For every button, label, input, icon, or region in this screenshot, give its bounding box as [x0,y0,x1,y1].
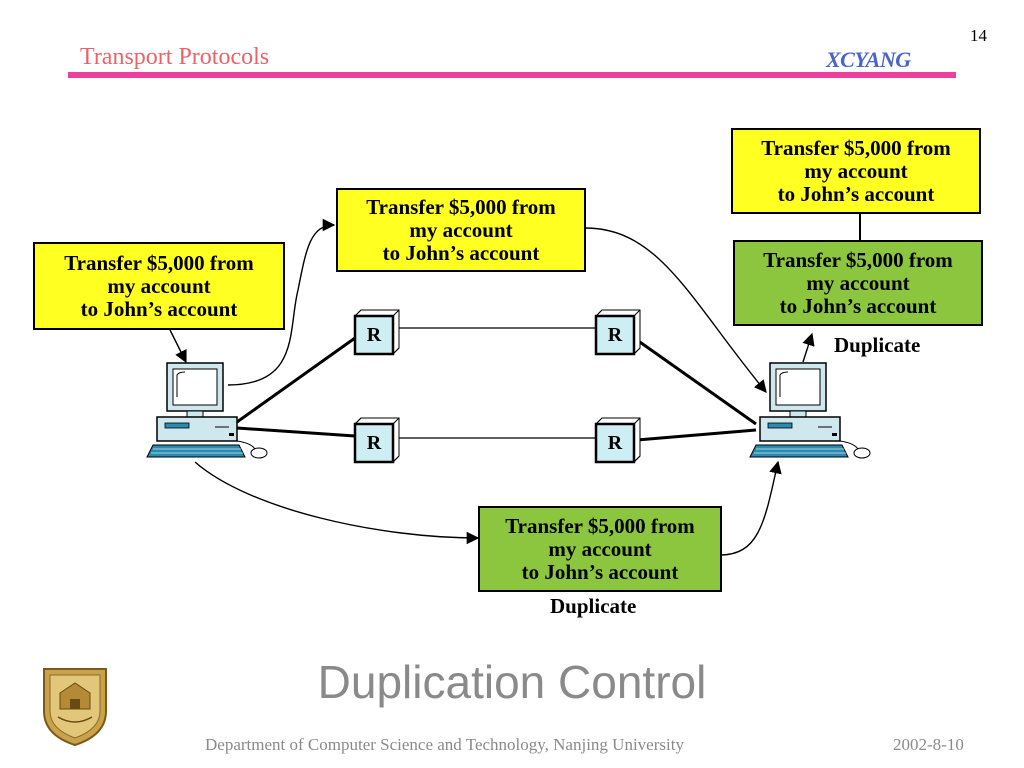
message-received-duplicate: Transfer $5,000 from my account to John’… [733,240,983,326]
router-top-left-icon: R [353,308,401,356]
message-line-2: my account [804,158,908,183]
router-top-right-icon: R [594,308,642,356]
message-line-1: Transfer $5,000 from [761,135,951,160]
sender-computer-icon [146,362,268,459]
duplicate-label-transit: Duplicate [550,594,637,618]
message-line-1: Transfer $5,000 from [763,247,953,272]
header-title: Transport Protocols [80,44,270,70]
footer-department: Department of Computer Science and Techn… [205,735,684,754]
message-line-3: to John’s account [80,296,238,321]
message-line-3: to John’s account [382,240,540,265]
message-line-3: to John’s account [777,181,935,206]
message-line-1: Transfer $5,000 from [366,194,556,219]
slide-title: Duplication Control [317,656,707,708]
message-original-sender: Transfer $5,000 from my account to John’… [33,242,285,330]
router-label: R [608,432,623,454]
message-line-2: my account [107,273,211,298]
router-label: R [367,432,382,454]
router-label: R [367,324,382,346]
router-bottom-left-icon: R [353,416,401,464]
slide-number: 14 [970,26,987,45]
message-duplicate-in-transit: Transfer $5,000 from my account to John’… [478,506,722,592]
router-bottom-right-icon: R [594,416,642,464]
message-line-3: to John’s account [779,293,937,318]
message-line-3: to John’s account [521,559,679,584]
header-brand: XCYANG [826,47,911,72]
message-received-original: Transfer $5,000 from my account to John’… [731,128,981,214]
header-rule [68,72,956,78]
message-line-2: my account [806,270,910,295]
message-line-1: Transfer $5,000 from [505,513,695,538]
receiver-computer-icon [749,362,871,459]
footer-date: 2002-8-10 [893,735,964,754]
university-logo [43,668,107,747]
message-line-2: my account [409,217,513,242]
message-line-2: my account [548,536,652,561]
router-label: R [608,324,623,346]
duplicate-label-receiver: Duplicate [834,333,921,357]
message-line-1: Transfer $5,000 from [64,250,254,275]
message-in-transit: Transfer $5,000 from my account to John’… [336,188,586,272]
